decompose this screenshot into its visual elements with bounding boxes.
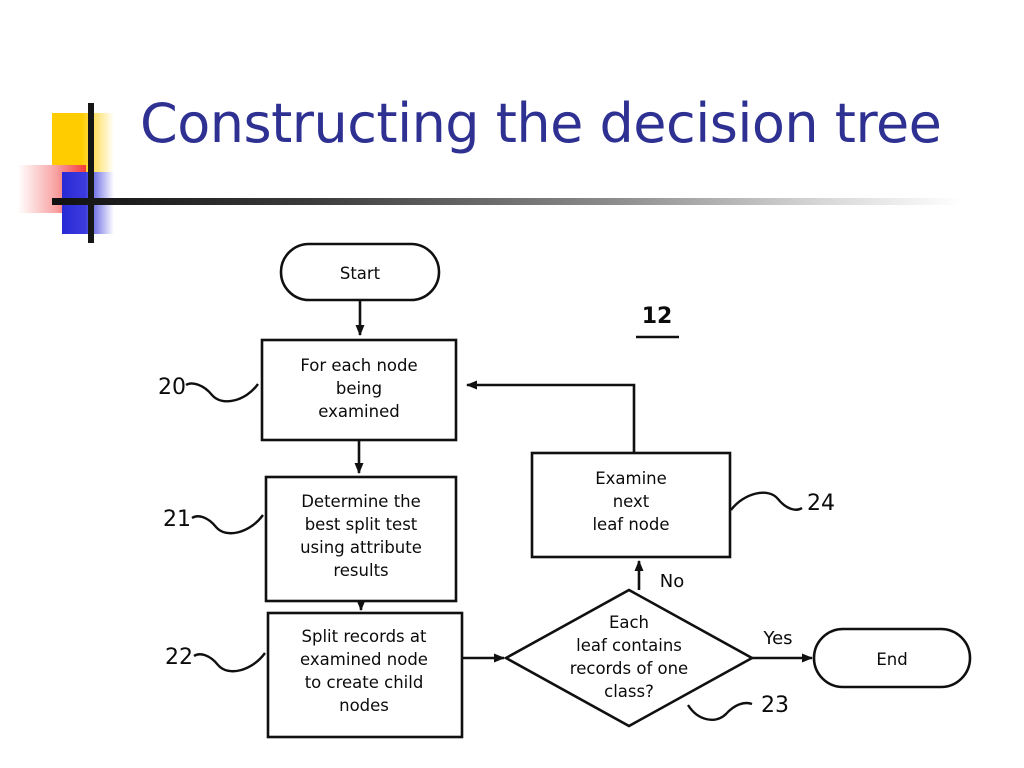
node-foreach-line3: examined — [318, 402, 399, 421]
node-determine-line2: best split test — [305, 515, 418, 534]
node-determine[interactable] — [264, 475, 458, 603]
node-split-line1: Split records at — [302, 627, 427, 646]
node-examine-line2: next — [613, 492, 650, 511]
slide-title-bar: Constructing the decision tree — [0, 0, 1024, 243]
node-examine[interactable] — [530, 451, 732, 559]
node-decision-line3: records of one — [570, 659, 688, 678]
leader-line-22 — [193, 652, 266, 673]
leader-line-20 — [185, 382, 259, 403]
node-foreach[interactable] — [260, 338, 458, 442]
node-foreach-line2: being — [336, 379, 382, 398]
reference-numeral-24: 24 — [807, 491, 835, 516]
title-underline-rule — [52, 198, 962, 205]
node-decision[interactable] — [503, 588, 755, 728]
flowchart-svg: 12 Start For each node being examined 20… — [158, 242, 972, 739]
page-title: Constructing the decision tree — [140, 92, 942, 155]
node-determine-line4: results — [333, 561, 388, 580]
reference-numeral-23: 23 — [761, 693, 789, 718]
leader-line-24 — [730, 491, 803, 511]
decoration-vertical-line — [88, 103, 94, 243]
node-split[interactable] — [266, 611, 464, 739]
node-decision-line2: leaf contains — [576, 636, 682, 655]
node-examine-line3: leaf node — [592, 515, 669, 534]
node-foreach-line1: For each node — [300, 356, 417, 375]
reference-numeral-20: 20 — [158, 375, 186, 400]
decoration-yellow-square — [52, 113, 114, 175]
edge-label-yes: Yes — [762, 628, 792, 649]
reference-numeral-21: 21 — [163, 507, 191, 532]
figure-number: 12 — [642, 304, 673, 329]
node-examine-line1: Examine — [595, 469, 667, 488]
node-start-label: Start — [340, 264, 381, 283]
node-determine-line1: Determine the — [301, 492, 421, 511]
node-end[interactable] — [812, 627, 972, 689]
node-split-line2: examined node — [300, 650, 428, 669]
reference-numeral-22: 22 — [165, 645, 193, 670]
edge-examine-to-foreach-loop — [466, 380, 636, 453]
leader-line-21 — [191, 514, 264, 535]
node-split-line4: nodes — [339, 696, 389, 715]
node-decision-line1: Each — [609, 613, 649, 632]
edge-label-no: No — [660, 571, 684, 592]
node-split-line3: to create child — [305, 673, 424, 692]
node-determine-line3: using attribute — [300, 538, 422, 557]
node-end-label: End — [876, 650, 907, 669]
decision-tree-flowchart: 12 Start For each node being examined 20… — [0, 225, 1024, 768]
node-decision-line4: class? — [604, 682, 654, 701]
leader-line-23 — [686, 701, 753, 721]
